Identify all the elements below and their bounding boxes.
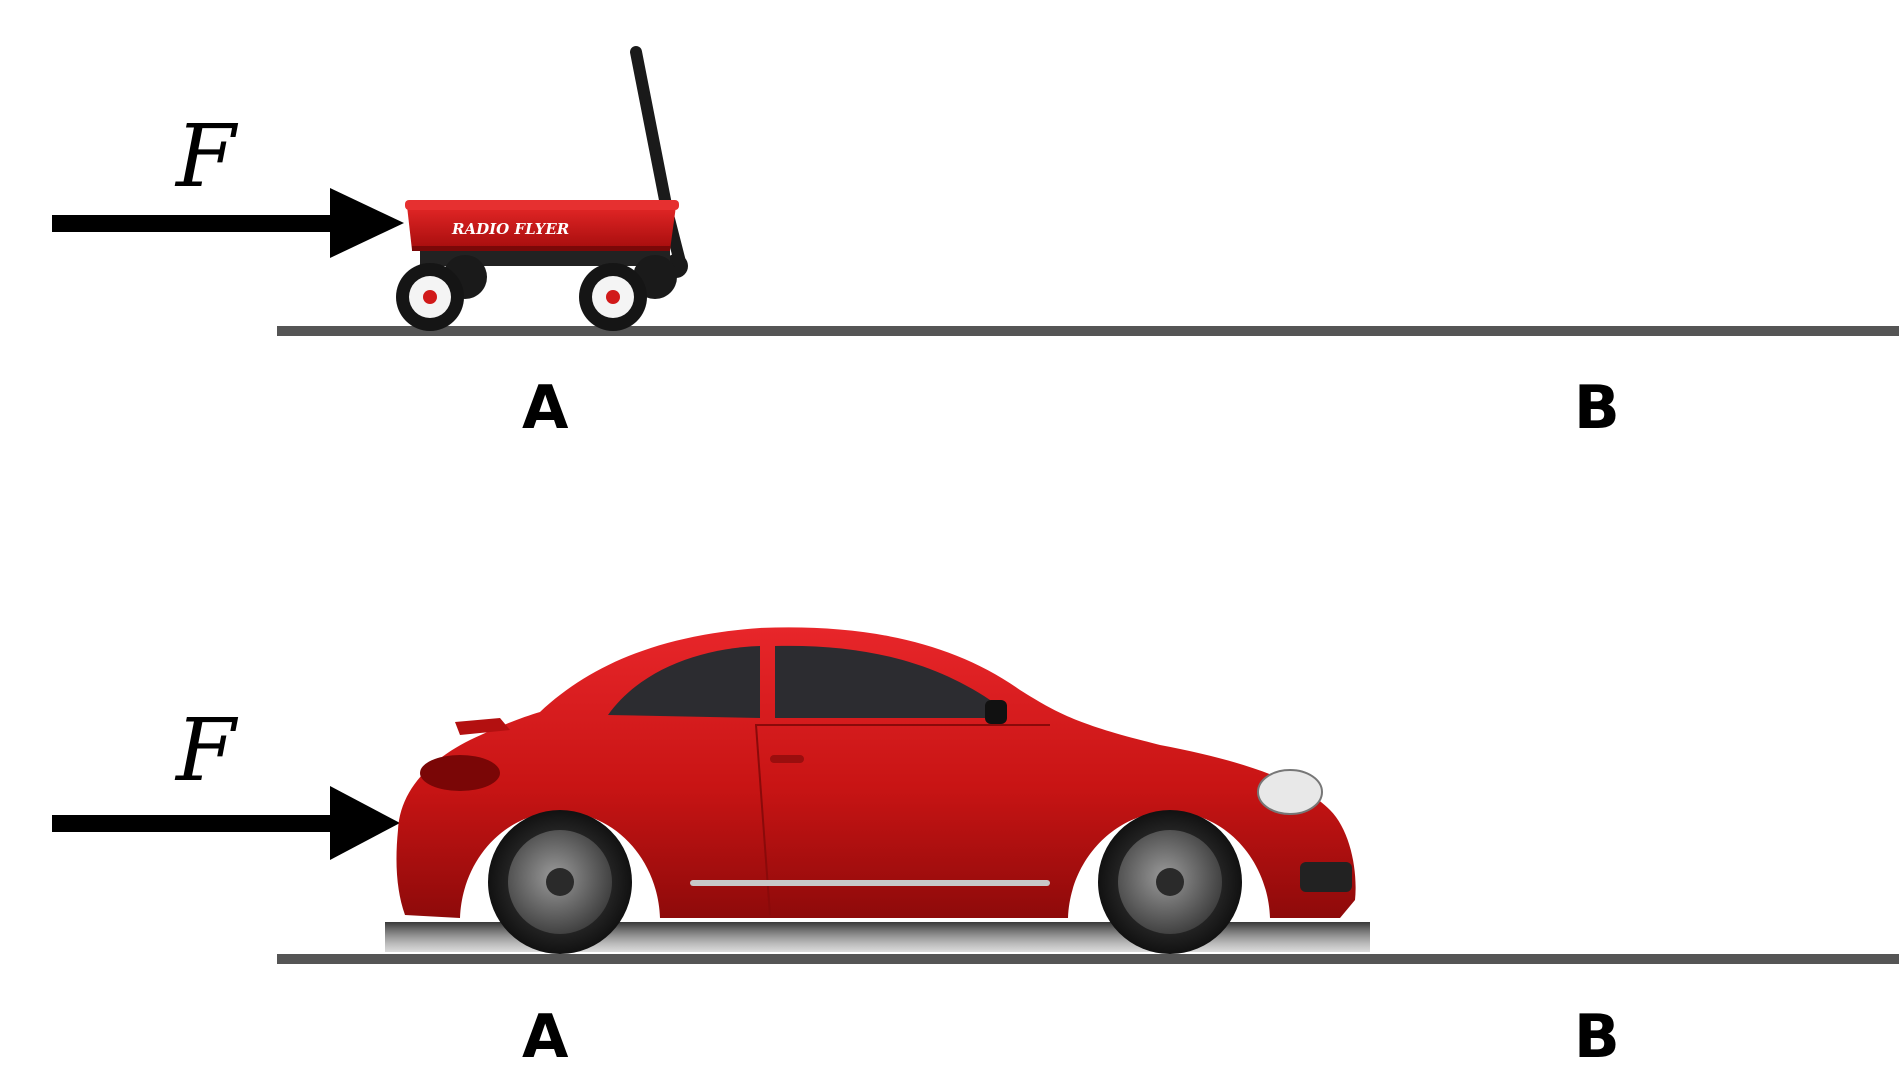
car-image — [385, 627, 1370, 954]
wagon-image: RADIO FLYER — [396, 46, 688, 331]
car-wheel-rear — [488, 810, 632, 954]
force-arrow-bottom — [52, 786, 400, 860]
ground-line-bottom — [277, 954, 1899, 964]
ground-line-top — [277, 326, 1899, 336]
car-wheel-front — [1098, 810, 1242, 954]
wagon-brand-text: RADIO FLYER — [451, 220, 569, 238]
force-label-top: F — [174, 107, 239, 207]
point-b-label-top: B — [1574, 373, 1620, 443]
point-a-label-top: A — [522, 373, 569, 443]
car-scene: F — [52, 627, 1899, 1070]
force-label-bottom: F — [174, 701, 239, 801]
force-arrow-top — [52, 188, 404, 258]
wagon-wheel-front — [579, 263, 647, 331]
wagon-scene: F RADIO FLYER — [52, 46, 1899, 443]
wagon-wheel-rear — [396, 263, 464, 331]
point-a-label-bottom: A — [522, 1002, 569, 1070]
point-b-label-bottom: B — [1574, 1002, 1620, 1070]
